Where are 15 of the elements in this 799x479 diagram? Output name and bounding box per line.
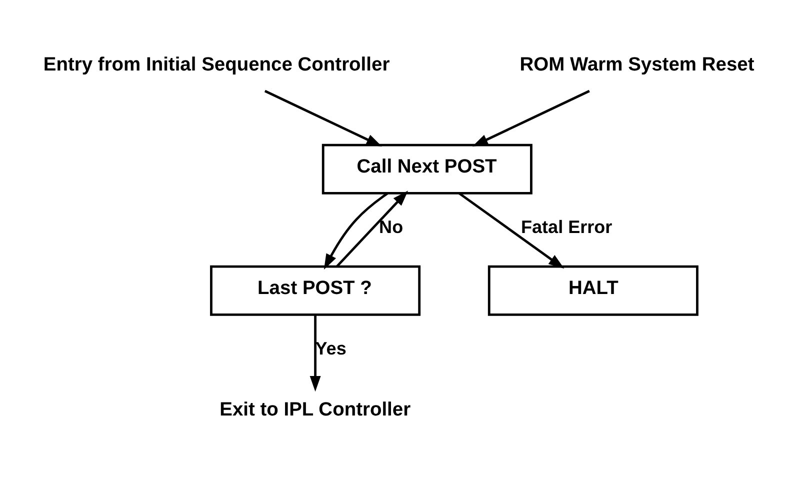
arrow xyxy=(336,190,408,268)
arrow xyxy=(310,314,321,392)
edge-label: No xyxy=(379,216,404,237)
node-text: Entry from Initial Sequence Controller xyxy=(43,54,390,76)
node-box: HALT xyxy=(488,265,698,316)
arrow xyxy=(472,90,590,146)
edge-label: Yes xyxy=(315,338,346,358)
node-text: Exit to IPL Controller xyxy=(220,399,411,420)
edge-label: Fatal Error xyxy=(521,216,612,237)
arrow xyxy=(264,90,382,146)
node-text: ROM Warm System Reset xyxy=(520,54,754,76)
arrow xyxy=(324,192,388,270)
node-box: Last POST ? xyxy=(210,265,421,316)
node-box: Call Next POST xyxy=(322,144,532,194)
arrow xyxy=(458,192,564,269)
